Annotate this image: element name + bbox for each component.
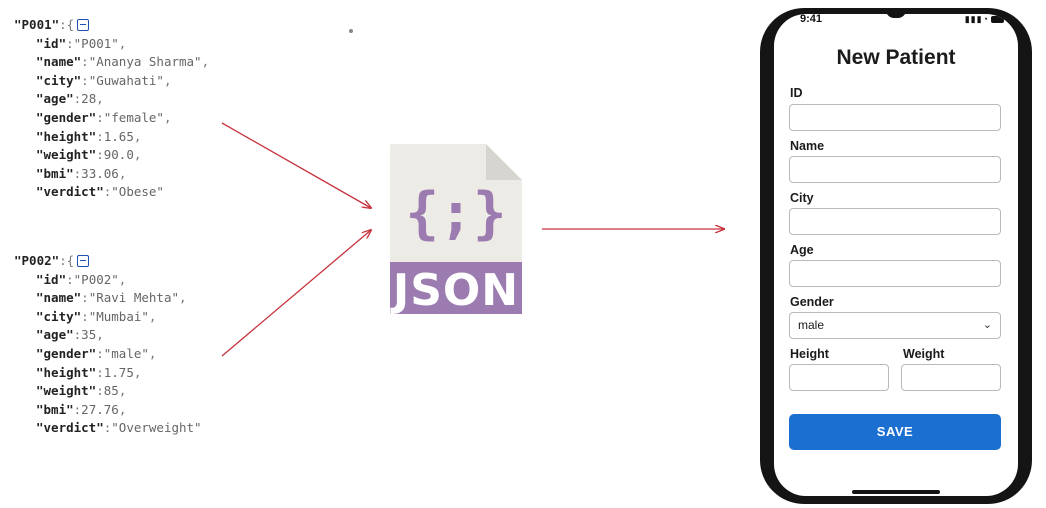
form-title: New Patient: [836, 46, 956, 69]
json-key: "age": [36, 91, 74, 107]
json-field-line: "age":28,: [36, 91, 104, 107]
arrow-p002-to-json: [221, 230, 371, 357]
arrow-p001-to-json: [221, 122, 371, 208]
gender-value: male: [798, 318, 825, 332]
json-key: "bmi": [36, 401, 74, 417]
json-field-line: "city":"Guwahati",: [36, 72, 172, 88]
json-value: "female": [103, 109, 164, 125]
json-key: "height": [36, 364, 97, 380]
json-value: 28: [81, 91, 97, 107]
json-key: "gender": [36, 345, 97, 361]
json-field-line: "bmi":27.76,: [36, 401, 127, 417]
json-file-label: JSON: [392, 265, 520, 316]
height-field[interactable]: [789, 364, 889, 391]
json-value: "Obese": [111, 184, 164, 200]
json-key: "verdict": [36, 184, 104, 200]
json-key: "gender": [36, 109, 97, 125]
json-key: "city": [36, 308, 82, 324]
json-key: "weight": [36, 383, 97, 399]
label-age: Age: [790, 243, 814, 257]
json-value: 1.65: [103, 128, 134, 144]
json-value: "Guwahati": [88, 72, 164, 88]
record-header: "P001":{: [14, 16, 209, 35]
json-field-line: "id":"P001",: [36, 35, 127, 51]
json-value: "P001": [73, 35, 119, 51]
wifi-icon: ◔: [982, 14, 989, 24]
id-field[interactable]: [789, 104, 1001, 131]
json-field-line: "weight":85,: [36, 383, 127, 399]
json-key: "city": [36, 72, 82, 88]
json-key: "id": [36, 35, 67, 51]
json-key: "bmi": [36, 165, 74, 181]
json-field-line: "verdict":"Overweight": [36, 420, 202, 436]
json-field-line: "weight":90.0,: [36, 147, 142, 163]
label-gender: Gender: [790, 295, 834, 309]
collapse-icon[interactable]: [77, 254, 90, 267]
json-field-line: "verdict":"Obese": [36, 184, 164, 200]
camera-notch: [886, 14, 906, 18]
json-field-line: "id":"P002",: [36, 271, 127, 287]
status-icons: ▮▮▮◔: [965, 14, 1004, 25]
record-name: "P001": [14, 17, 60, 32]
json-key: "name": [36, 54, 82, 70]
json-value: "Ananya Sharma": [88, 54, 202, 70]
weight-field[interactable]: [901, 364, 1001, 391]
json-value: 85: [103, 383, 119, 399]
json-field-line: "height":1.65,: [36, 128, 142, 144]
age-field[interactable]: [789, 260, 1001, 287]
json-value: 27.76: [81, 401, 119, 417]
json-field-line: "name":"Ravi Mehta",: [36, 290, 187, 306]
json-value: 35: [81, 327, 97, 343]
json-value: "Ravi Mehta": [88, 290, 179, 306]
phone-screen: 9:41 ▮▮▮◔ New Patient ID Name City Age G…: [774, 14, 1018, 496]
city-field[interactable]: [789, 208, 1001, 235]
json-field-line: "bmi":33.06,: [36, 165, 127, 181]
record-header: "P002":{: [14, 252, 202, 271]
json-file-icon: {;} JSON: [390, 144, 522, 316]
json-value: "Overweight": [111, 420, 202, 436]
label-height: Height: [790, 347, 829, 361]
gender-select[interactable]: male ⌄: [789, 312, 1001, 339]
json-key: "height": [36, 128, 97, 144]
status-time: 9:41: [800, 14, 823, 25]
home-indicator: [852, 490, 940, 494]
label-weight: Weight: [903, 347, 945, 361]
signal-icon: ▮▮▮: [964, 14, 983, 24]
json-field-line: "gender":"male",: [36, 345, 157, 361]
collapse-icon[interactable]: [77, 18, 90, 31]
json-field-line: "name":"Ananya Sharma",: [36, 54, 210, 70]
json-value: 33.06: [81, 165, 119, 181]
json-field-line: "height":1.75,: [36, 364, 142, 380]
json-key: "id": [36, 271, 67, 287]
json-key: "name": [36, 290, 82, 306]
json-key: "weight": [36, 147, 97, 163]
json-value: 1.75: [103, 364, 134, 380]
json-record-p002: "P002":{ "id":"P002", "name":"Ravi Mehta"…: [14, 252, 202, 438]
json-record-p001: "P001":{ "id":"P001", "name":"Ananya Shar…: [14, 16, 209, 202]
record-name: "P002": [14, 253, 60, 268]
name-field[interactable]: [789, 156, 1001, 183]
chevron-down-icon: ⌄: [982, 319, 992, 331]
stray-dot: [349, 29, 353, 33]
json-field-line: "city":"Mumbai",: [36, 308, 157, 324]
json-key: "verdict": [36, 420, 104, 436]
json-field-line: "age":35,: [36, 327, 104, 343]
json-glyph: {;}: [405, 181, 506, 246]
json-value: 90.0: [103, 147, 134, 163]
label-city: City: [790, 191, 814, 205]
save-button[interactable]: SAVE: [789, 414, 1001, 450]
label-id: ID: [790, 86, 803, 100]
battery-icon: [991, 16, 1004, 24]
json-value: "male": [103, 345, 149, 361]
json-key: "age": [36, 327, 74, 343]
json-value: "Mumbai": [88, 308, 149, 324]
json-field-line: "gender":"female",: [36, 109, 172, 125]
json-value: "P002": [73, 271, 119, 287]
label-name: Name: [790, 139, 825, 153]
